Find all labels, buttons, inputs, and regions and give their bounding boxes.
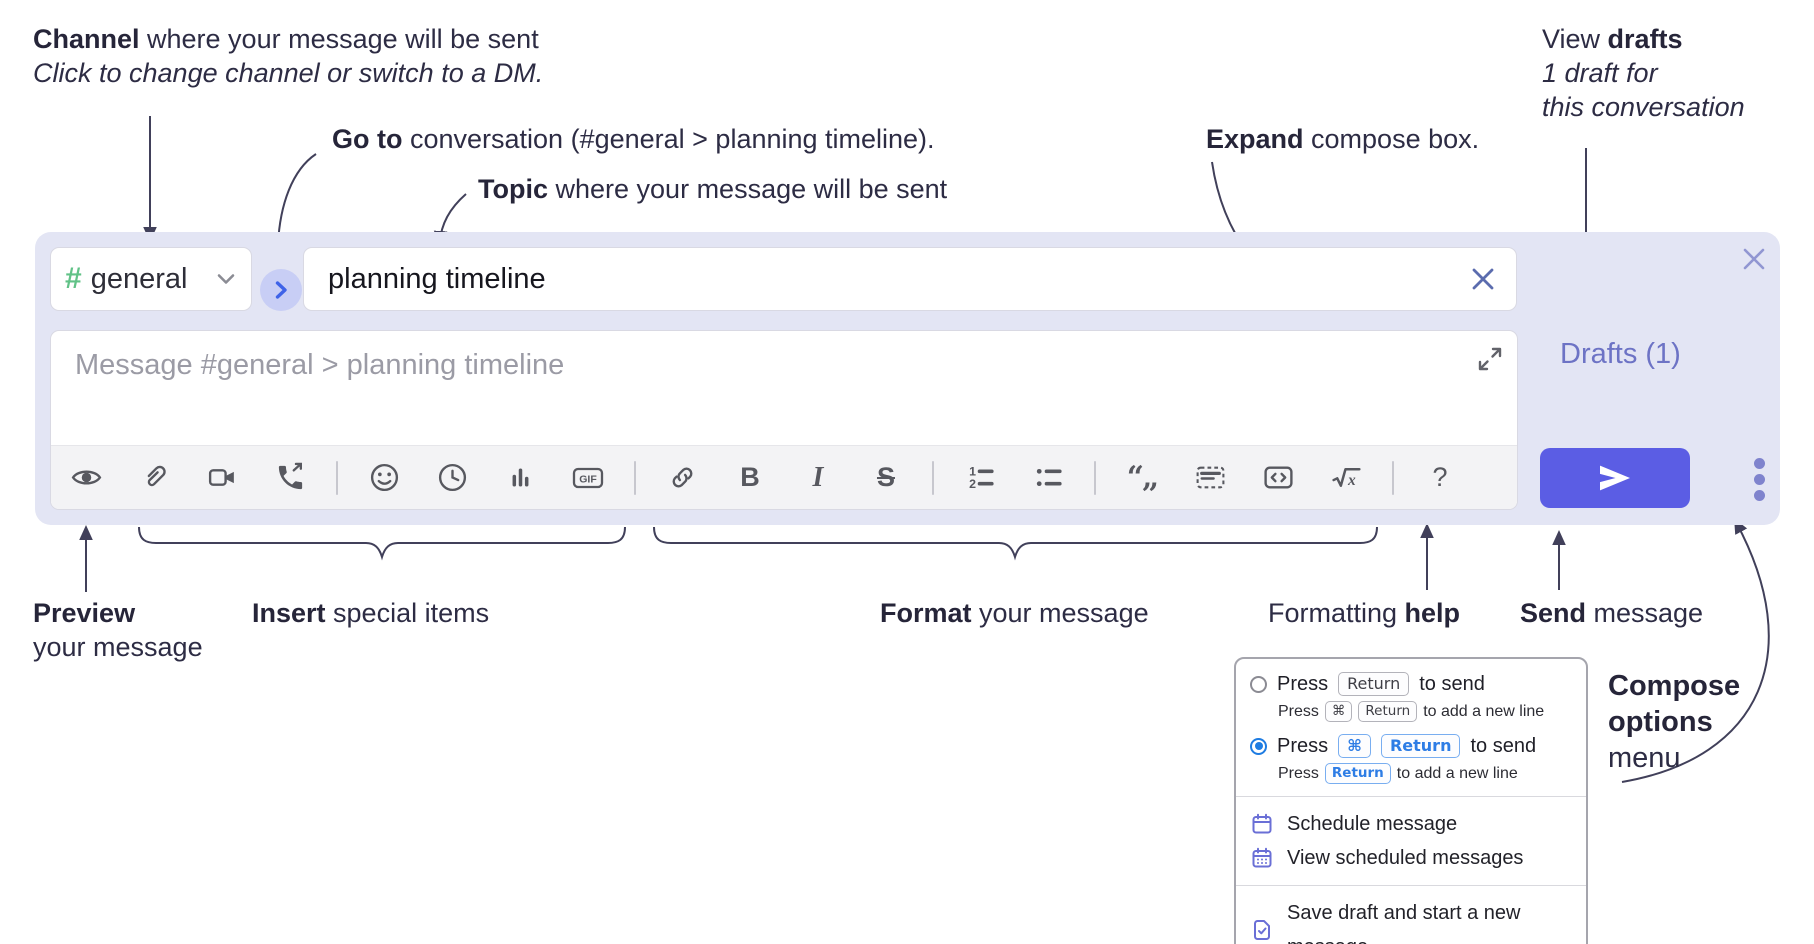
key-return: Return [1324,763,1391,784]
annotation-help: Formatting help [1268,598,1461,628]
code-icon[interactable] [1256,456,1300,500]
annotation-topic: Topic where your message will be sent [478,174,948,204]
preview-icon[interactable] [64,456,108,500]
svg-text:x: x [1347,472,1356,489]
clear-topic-icon[interactable] [1466,262,1500,296]
radio-unselected-icon[interactable] [1250,675,1267,693]
time-icon[interactable] [430,456,474,500]
compose-options-menu-button[interactable] [1737,454,1781,504]
svg-text:2: 2 [969,477,976,491]
compose-box: # general [35,232,1780,525]
svg-text:1: 1 [969,464,976,478]
draft-check-icon [1250,918,1274,942]
send-shortcut-options: Press Return to send Press ⌘ Return to a… [1236,659,1586,796]
svg-text:GIF: GIF [579,473,597,485]
option-enter-to-send-hint: Press ⌘ Return to add a new line [1278,701,1545,722]
send-icon [1594,463,1636,493]
chevron-down-icon [215,270,237,288]
key-return: Return [1358,701,1418,722]
drafts-link[interactable]: Drafts (1) [1560,338,1681,370]
toolbar-divider [1094,460,1096,495]
channel-hash-icon: # [65,262,82,295]
bulleted-list-icon[interactable] [1026,456,1070,500]
option-enter-to-send[interactable]: Press Return to send [1250,669,1572,699]
gif-icon[interactable]: GIF [566,456,610,500]
option-cmd-enter-to-send[interactable]: Press ⌘ Return to send [1250,731,1572,761]
channel-selector[interactable]: # general [50,247,252,311]
go-to-conversation-button[interactable] [260,269,302,311]
strikethrough-icon[interactable]: S [864,456,908,500]
radio-selected-icon[interactable] [1250,737,1267,755]
annotation-preview: Preview your message [33,598,203,662]
arrow-goto [271,153,317,248]
menu-item-save-draft[interactable]: Save draft and start a new message [1250,896,1572,944]
key-return: Return [1338,672,1410,696]
audio-call-icon[interactable] [268,456,312,500]
toolbar-divider [932,460,934,495]
draft-section: Save draft and start a new message [1236,885,1586,944]
dots-icon [1753,457,1765,469]
chevron-right-icon [270,278,292,302]
topic-field [303,247,1517,311]
formatting-help-icon[interactable]: ? [1418,456,1462,500]
calendar-icon [1250,812,1274,836]
brace-insert [138,526,626,561]
close-compose-icon[interactable] [1737,242,1771,276]
bold-icon[interactable]: B [728,456,772,500]
math-icon[interactable]: x [1324,456,1368,500]
key-cmd: ⌘ [1338,734,1371,758]
expand-compose-icon[interactable] [1476,345,1504,373]
annotation-view-drafts: View drafts 1 draft for this conversatio… [1542,24,1745,122]
schedule-section: Schedule message View scheduled messages [1236,796,1586,885]
topic-input[interactable] [326,261,1466,297]
menu-item-schedule-message[interactable]: Schedule message [1250,807,1572,841]
menu-item-view-scheduled[interactable]: View scheduled messages [1250,841,1572,875]
annotation-format: Format your message [880,598,1149,628]
annotation-channel: Channel where your message will be sent … [33,24,544,88]
annotation-send: Send message [1520,598,1704,628]
key-return: Return [1380,734,1461,758]
toolbar-divider [336,460,338,495]
emoji-icon[interactable] [362,456,406,500]
toolbar-divider [634,460,636,495]
annotation-expand: Expand compose box. [1206,124,1480,154]
toolbar-divider [1392,460,1394,495]
send-button[interactable] [1540,448,1690,508]
message-area: GIF B I S 12 “„ [50,330,1518,510]
channel-name: general [90,262,188,295]
annotation-goto: Go to conversation (#general > planning … [332,124,935,154]
annotation-compose-options: Compose options menu [1608,670,1741,774]
video-call-icon[interactable] [200,456,244,500]
brace-format [653,526,1378,561]
quote-icon[interactable]: “„ [1120,456,1164,500]
option-cmd-enter-to-send-hint: Press Return to add a new line [1278,763,1518,784]
calendar-grid-icon [1250,846,1274,870]
link-icon[interactable] [660,456,704,500]
spoiler-icon[interactable] [1188,456,1232,500]
message-input[interactable] [51,331,1517,445]
italic-icon[interactable]: I [796,456,840,500]
annotation-insert: Insert special items [252,598,490,628]
poll-icon[interactable] [498,456,542,500]
key-cmd: ⌘ [1324,701,1353,722]
attach-file-icon[interactable] [132,456,176,500]
compose-options-popup: Press Return to send Press ⌘ Return to a… [1234,657,1588,944]
